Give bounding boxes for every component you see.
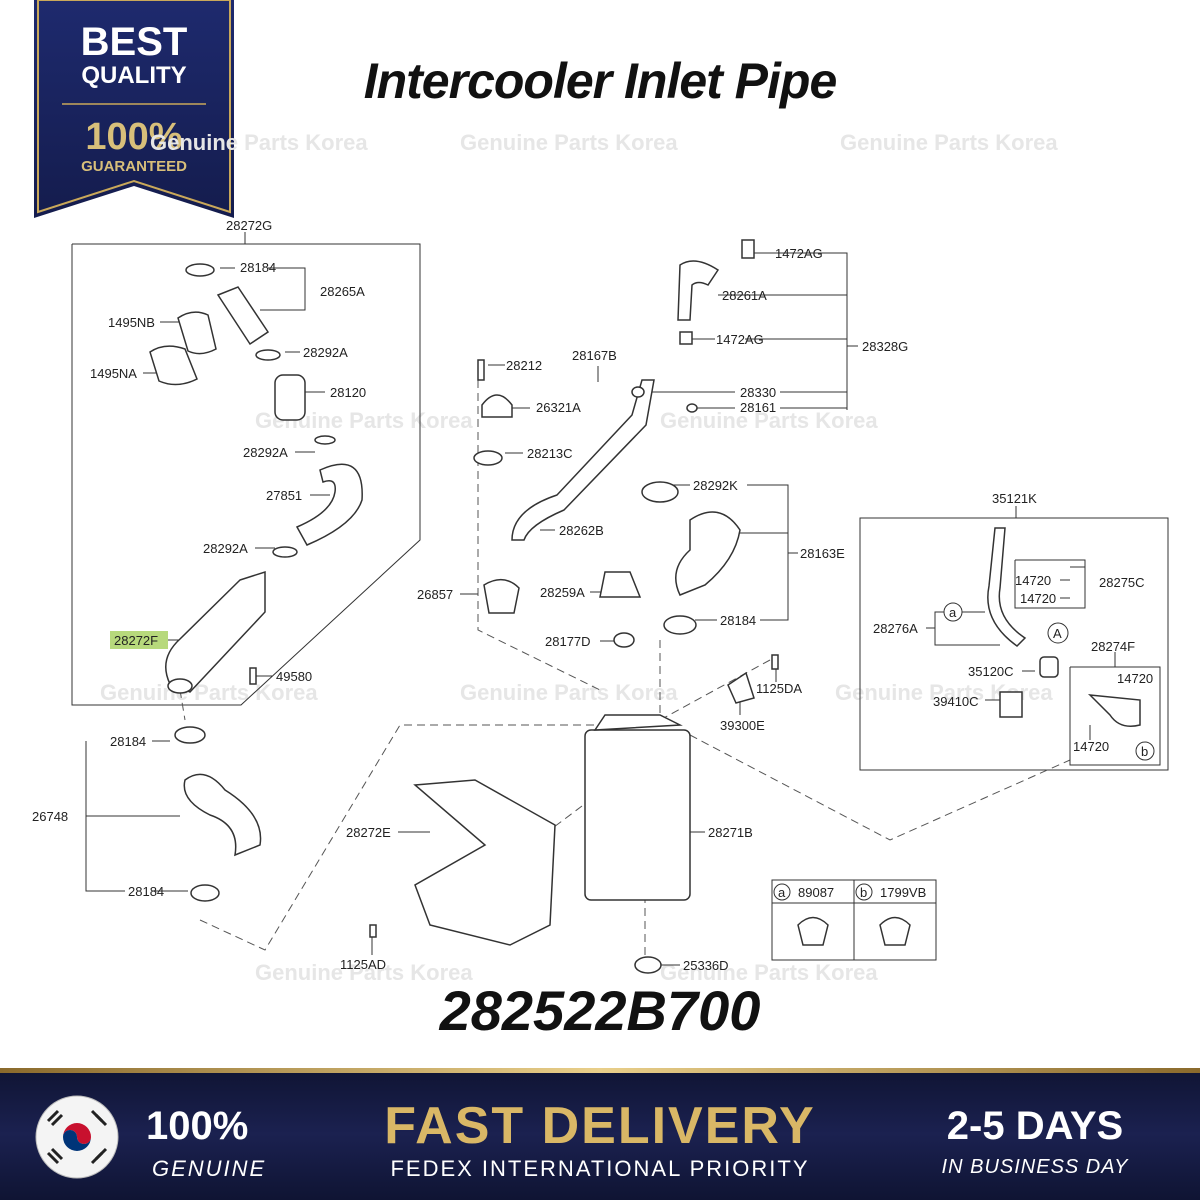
label-1125AD: 1125AD <box>340 957 386 972</box>
label-1495NA: 1495NA <box>90 366 137 381</box>
label-28213C: 28213C <box>527 446 573 461</box>
watermark: Genuine Parts Korea <box>840 130 1058 155</box>
label-28330: 28330 <box>740 385 776 400</box>
label-26857: 26857 <box>417 587 453 602</box>
watermark: Genuine Parts Korea <box>660 408 878 433</box>
watermark: Genuine Parts Korea <box>255 960 473 985</box>
highlight-28272F <box>110 631 168 649</box>
label-1495NB: 1495NB <box>108 315 155 330</box>
label-39300E: 39300E <box>720 718 765 733</box>
korea-flag-icon <box>35 1095 119 1179</box>
label-28262B: 28262B <box>559 523 604 538</box>
label-28259A: 28259A <box>540 585 585 600</box>
label-28328G: 28328G <box>862 339 908 354</box>
label-35121K: 35121K <box>992 491 1037 506</box>
label-25336D: 25336D <box>683 958 729 973</box>
badge-best: BEST <box>80 20 188 64</box>
best-quality-badge <box>34 0 234 218</box>
gold-divider <box>0 1068 1200 1073</box>
genuine-percent: 100% <box>146 1104 249 1148</box>
label-28184: 28184 <box>110 734 146 749</box>
marker-b: b <box>1141 744 1148 759</box>
label-28184: 28184 <box>720 613 756 628</box>
label-28265A: 28265A <box>320 284 365 299</box>
label-28167B: 28167B <box>572 348 617 363</box>
label-14720: 14720 <box>1073 739 1109 754</box>
badge-quality: QUALITY <box>81 62 187 89</box>
legend-a-part: 89087 <box>798 885 834 900</box>
label-14720: 14720 <box>1117 671 1153 686</box>
label-14720: 14720 <box>1020 591 1056 606</box>
label-49580: 49580 <box>276 669 312 684</box>
legend-b-letter: b <box>860 885 867 900</box>
label-28292A: 28292A <box>203 541 248 556</box>
label-28261A: 28261A <box>722 288 767 303</box>
fast-delivery: FAST DELIVERY <box>384 1097 816 1155</box>
label-26321A: 26321A <box>536 400 581 415</box>
label-1472AG: 1472AG <box>716 332 764 347</box>
watermark: Genuine Parts Korea <box>660 960 878 985</box>
label-28292A: 28292A <box>243 445 288 460</box>
label-27851: 27851 <box>266 488 302 503</box>
label-1125DA: 1125DA <box>756 681 802 696</box>
label-28292K: 28292K <box>693 478 738 493</box>
watermark: Genuine Parts Korea <box>460 680 678 705</box>
group-box-28272G <box>71 243 421 706</box>
badge-guaranteed: GUARANTEED <box>81 158 187 175</box>
page-title: Intercooler Inlet Pipe <box>363 53 838 109</box>
badge-100: 100% <box>85 116 183 158</box>
delivery-banner: 100% GENUINE FAST DELIVERY FEDEX INTERNA… <box>0 1068 1200 1200</box>
genuine-label: GENUINE <box>152 1156 267 1181</box>
watermark: Genuine Parts Korea <box>150 130 368 155</box>
label-28177D: 28177D <box>545 634 591 649</box>
label-28184: 28184 <box>240 260 276 275</box>
label-26748: 26748 <box>32 809 68 824</box>
label-28272G: 28272G <box>226 218 272 233</box>
delivery-days-sub: IN BUSINESS DAY <box>941 1156 1129 1178</box>
watermark: Genuine Parts Korea <box>460 130 678 155</box>
label-28292A: 28292A <box>303 345 348 360</box>
parts-diagram: Genuine Parts Korea Genuine Parts Korea … <box>32 130 1169 985</box>
label-28272F: 28272F <box>114 633 158 648</box>
legend-a-letter: a <box>778 885 786 900</box>
label-28161: 28161 <box>740 400 776 415</box>
delivery-days: 2-5 DAYS <box>946 1104 1124 1148</box>
part-number: 282522B700 <box>439 979 761 1042</box>
label-28275C: 28275C <box>1099 575 1145 590</box>
label-14720: 14720 <box>1015 573 1051 588</box>
legend-b-part: 1799VB <box>880 885 926 900</box>
watermark: Genuine Parts Korea <box>100 680 318 705</box>
group-box-35121K <box>859 517 1169 771</box>
label-28274F: 28274F <box>1091 639 1135 654</box>
label-28271B: 28271B <box>708 825 753 840</box>
label-28212: 28212 <box>506 358 542 373</box>
label-28163E: 28163E <box>800 546 845 561</box>
label-28276A: 28276A <box>873 621 918 636</box>
label-28272E: 28272E <box>346 825 391 840</box>
label-35120C: 35120C <box>968 664 1014 679</box>
label-28184: 28184 <box>128 884 164 899</box>
label-1472AG: 1472AG <box>775 246 823 261</box>
label-28120: 28120 <box>330 385 366 400</box>
label-39410C: 39410C <box>933 694 979 709</box>
marker-A: A <box>1053 626 1062 641</box>
marker-a: a <box>949 605 957 620</box>
shipping-method: FEDEX INTERNATIONAL PRIORITY <box>390 1156 810 1181</box>
